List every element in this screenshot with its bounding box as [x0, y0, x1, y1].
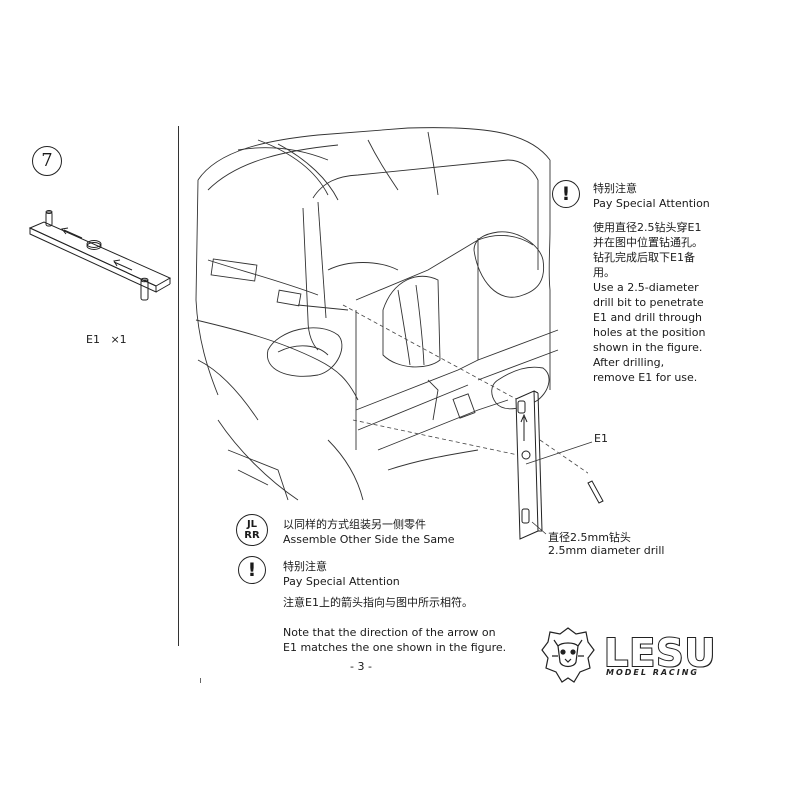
attention-bottom-en-line: Note that the direction of the arrow on [283, 626, 496, 639]
attention-top-cn-line: 并在图中位置钻通孔。 [593, 236, 703, 249]
attention-top-cn-line: 使用直径2.5钻头穿E1 [593, 221, 702, 234]
attention-top-title-en: Pay Special Attention [593, 197, 710, 210]
attention-top-en-line: shown in the figure. [593, 341, 703, 354]
truck-cab-illustration [195, 127, 588, 501]
step-number: 7 [32, 146, 62, 176]
drill-callout-cn: 直径2.5mm钻头 [548, 531, 631, 544]
part-e1-illustration [28, 210, 172, 301]
mirror-symbol-bottom: RR [244, 530, 260, 541]
brand-name: LESU [603, 631, 717, 675]
attention-top-en-line: drill bit to penetrate [593, 296, 704, 309]
page-tick [200, 678, 201, 683]
attention-top-en-line: remove E1 for use. [593, 371, 698, 384]
attention-bottom-title-cn: 特别注意 [283, 560, 327, 573]
part-quantity: ×1 [110, 333, 127, 346]
part-code: E1 [86, 333, 100, 346]
attention-bottom-title-en: Pay Special Attention [283, 575, 400, 588]
attention-top-cn-line: 钻孔完成后取下E1备 [593, 251, 695, 264]
part-label: E1 ×1 [86, 332, 127, 347]
attention-bottom-en-line: E1 matches the one shown in the figure. [283, 641, 507, 654]
assemble-cn: 以同样的方式组装另一侧零件 [283, 518, 426, 531]
mirror-symbol-top: JL [246, 519, 258, 530]
drill-callout-en: 2.5mm diameter drill [548, 544, 665, 557]
callout-leaders [525, 441, 593, 535]
brand-tagline: MODEL RACING [606, 668, 699, 677]
mirror-assembly-icon: JL RR [236, 514, 268, 546]
assemble-en: Assemble Other Side the Same [283, 533, 455, 546]
section-divider [178, 126, 179, 646]
attention-top-en-line: E1 and drill through [593, 311, 703, 324]
e1-plate-illustration [515, 390, 604, 540]
attention-top-cn-line: 用。 [593, 266, 615, 279]
attention-top-en-line: After drilling, [593, 356, 665, 369]
attention-top-en-line: holes at the position [593, 326, 706, 339]
page-number: - 3 - [350, 660, 372, 673]
attention-bottom-cn: 注意E1上的箭头指向与图中所示相符。 [283, 596, 473, 609]
e1-callout: E1 [594, 432, 608, 445]
attention-bottom-icon: ! [238, 556, 266, 584]
attention-top-en-line: Use a 2.5-diameter [593, 281, 699, 294]
attention-top-title-cn: 特别注意 [593, 182, 637, 195]
lion-head-icon [541, 627, 595, 683]
attention-top-icon: ! [552, 180, 580, 208]
